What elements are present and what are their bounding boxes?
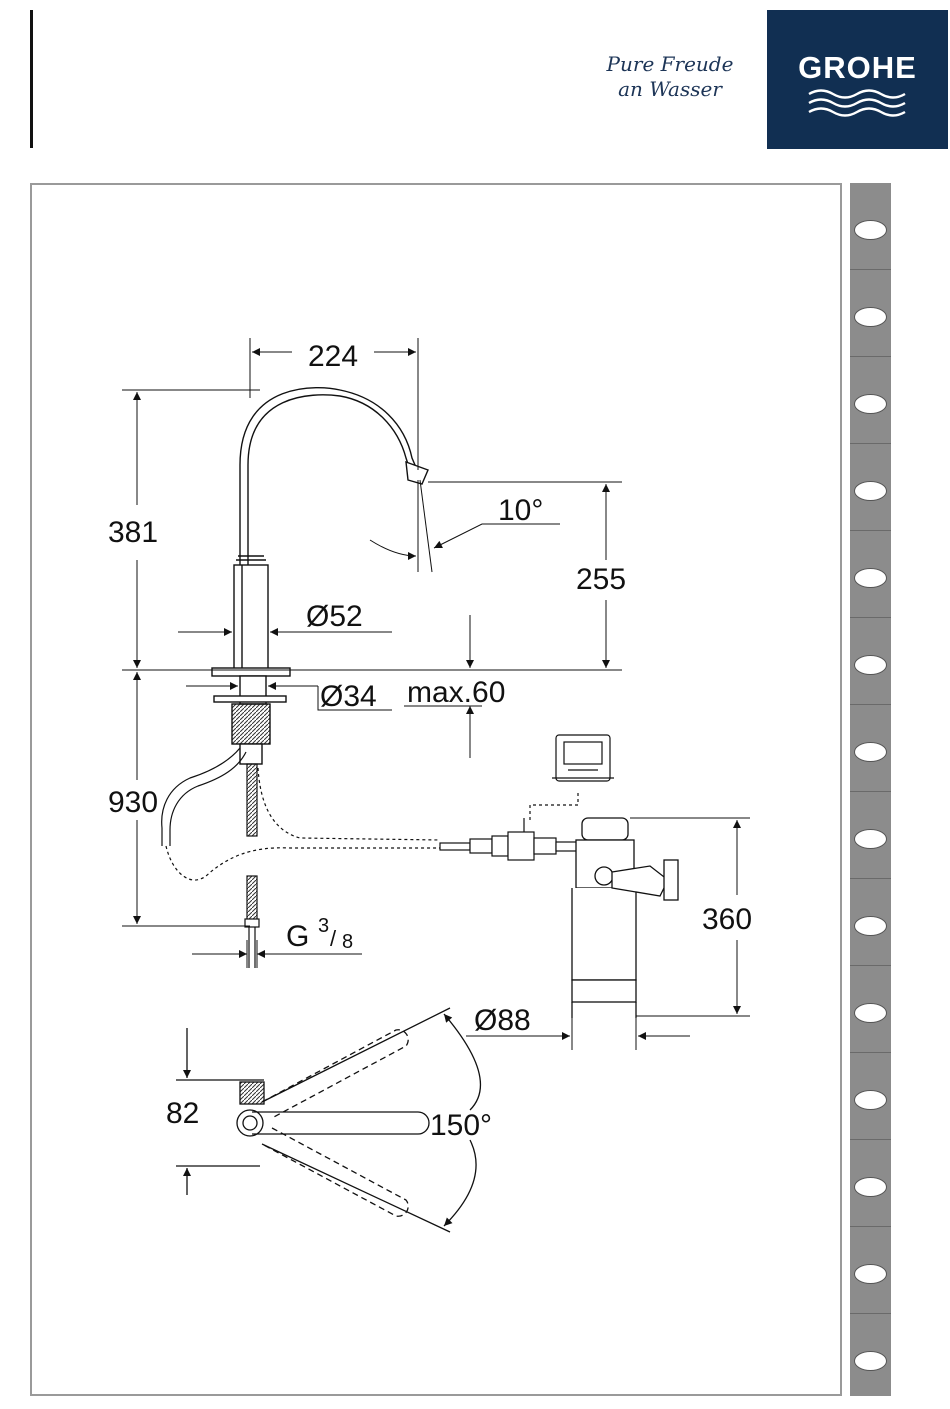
dim-spout-reach: 224 (308, 340, 358, 373)
filter-cartridge (572, 818, 678, 1018)
dim-spout-angle: 10° (498, 494, 543, 527)
dim-filter-height: 360 (702, 903, 752, 936)
dim-swivel-angle: 150° (430, 1109, 492, 1142)
dim-connection-thread: G (286, 920, 309, 953)
dim-hose-length: 930 (108, 786, 158, 819)
dim-swivel-offset: 82 (166, 1097, 199, 1130)
dim-filter-diameter: Ø88 (474, 1004, 531, 1037)
connection-valve (440, 790, 578, 860)
display-unit (552, 735, 614, 781)
dim-max-thickness: max.60 (407, 676, 505, 709)
dim-total-height: 381 (108, 516, 158, 549)
dim-hole-diameter: Ø34 (320, 680, 377, 713)
thread-slash: / (330, 926, 337, 951)
thread-prefix: G (286, 920, 309, 953)
thread-numerator: 3 (318, 915, 329, 937)
dim-spout-height: 255 (576, 563, 626, 596)
dim-body-diameter: Ø52 (306, 600, 363, 633)
thread-denominator: 8 (342, 931, 353, 953)
